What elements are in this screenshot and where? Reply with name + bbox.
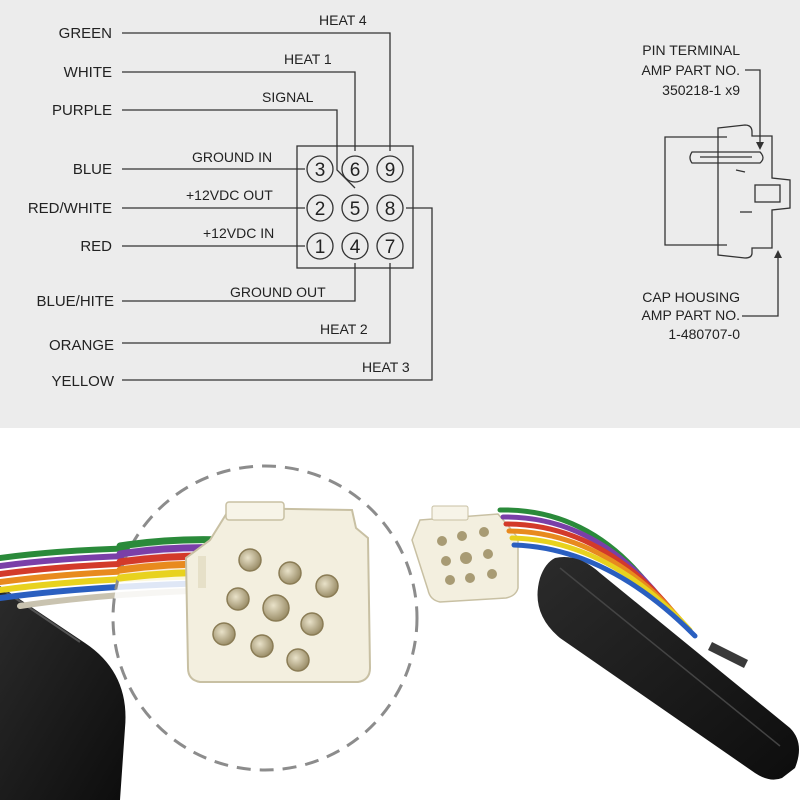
label-purple: PURPLE: [52, 102, 112, 119]
cap-housing-amp: AMP PART NO.: [641, 307, 740, 323]
label-white: WHITE: [64, 64, 112, 81]
label-heat-4: HEAT 4: [319, 12, 367, 28]
pin-6: [341, 155, 369, 183]
pin-number-7: 7: [385, 237, 396, 258]
pin-7: [376, 232, 404, 260]
pin-8: [376, 194, 404, 222]
pin-number-8: 8: [385, 199, 396, 220]
pin-terminal-amp: AMP PART NO.: [641, 62, 740, 78]
wire-blue-white: [122, 263, 356, 302]
connector-side-view: [664, 69, 791, 317]
product-photo: [0, 428, 800, 800]
label-red-white: RED/WHITE: [28, 200, 112, 217]
pin-number-5: 5: [350, 199, 361, 220]
label-ground-out: GROUND OUT: [230, 284, 326, 300]
pin-number-3: 3: [315, 160, 326, 181]
label-blue-hite: BLUE/HITE: [36, 293, 114, 310]
pin-number-9: 9: [385, 160, 396, 181]
pin-terminal-part-number: 350218-1 x9: [662, 82, 740, 98]
pin-5: [341, 194, 369, 222]
label-signal: SIGNAL: [262, 89, 314, 105]
wire-white: [122, 71, 356, 151]
wire-yellow: [122, 207, 433, 381]
cap-housing-part-number: 1-480707-0: [668, 326, 740, 342]
wiring-diagram: GREEN WHITE PURPLE BLUE RED/WHITE RED BL…: [0, 0, 800, 428]
wire-orange: [122, 263, 391, 344]
label-green: GREEN: [59, 25, 112, 42]
pin-number-6: 6: [350, 160, 361, 181]
label-blue: BLUE: [73, 161, 112, 178]
label-heat-2: HEAT 2: [320, 321, 368, 337]
wire-green: [122, 32, 391, 151]
label-orange: ORANGE: [49, 337, 114, 354]
pin-1: [306, 232, 334, 260]
right-controller: [537, 557, 799, 780]
pin-9: [376, 155, 404, 183]
label-12vdc-out: +12VDC OUT: [186, 187, 273, 203]
cap-housing-title: CAP HOUSING: [642, 289, 740, 305]
label-heat-3: HEAT 3: [362, 359, 410, 375]
wiring-diagram-svg: GREEN WHITE PURPLE BLUE RED/WHITE RED BL…: [28, 12, 791, 390]
pin-number-4: 4: [350, 237, 361, 258]
product-photo-svg: [0, 464, 799, 800]
label-12vdc-in: +12VDC IN: [203, 225, 274, 241]
pin-terminal-title: PIN TERMINAL: [642, 42, 740, 58]
zoomed-connector: [184, 501, 372, 683]
right-wire-bundle: [497, 507, 698, 639]
label-ground-in: GROUND IN: [192, 149, 272, 165]
pin-4: [341, 232, 369, 260]
pin-2: [306, 194, 334, 222]
small-connector: [411, 505, 519, 603]
label-yellow: YELLOW: [51, 373, 114, 390]
left-controller: [0, 586, 126, 800]
label-red: RED: [80, 238, 112, 255]
label-heat-1: HEAT 1: [284, 51, 332, 67]
pin-3: [306, 155, 334, 183]
pin-number-1: 1: [315, 237, 326, 258]
pin-number-2: 2: [315, 199, 326, 220]
